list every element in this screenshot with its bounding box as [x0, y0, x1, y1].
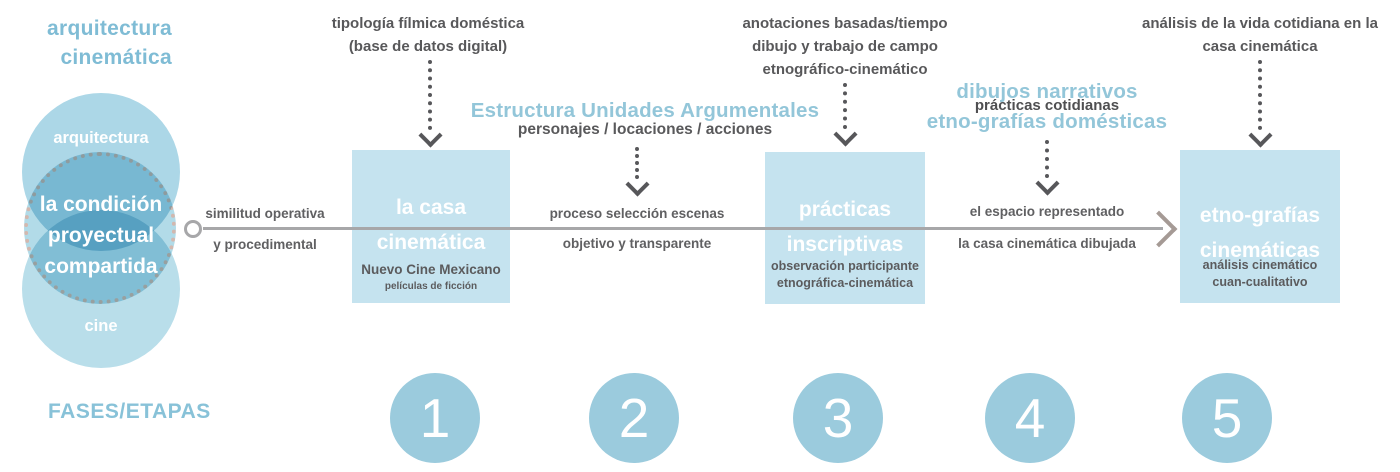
annotation-phase3: anotaciones basadas/tiempo dibujo y trab…	[705, 12, 985, 81]
venn-center-line2: proyectual	[47, 224, 155, 247]
phase-number-1: 1	[390, 373, 480, 463]
box-subtitle-line2: etnográfica-cinemática	[776, 276, 914, 290]
arrow-start-ring-icon	[184, 220, 202, 238]
phase-box-etnografias-cinematicas: etno-grafías cinemáticas análisis cinemá…	[1180, 150, 1340, 303]
annotation-phase4-heading1: dibujos narrativos	[956, 80, 1138, 103]
arrow-label-seg1-above: similitud operativa	[205, 206, 325, 221]
box-title: etno-grafías cinemáticas	[1180, 198, 1340, 268]
venn-label-architecture: arquitectura	[53, 129, 149, 147]
dotted-arrow-phase1-icon	[418, 60, 443, 148]
box-title-line2: cinemáticas	[1199, 239, 1321, 262]
arrow-chevron-icon	[1035, 171, 1060, 196]
diagram-title-line1: arquitectura	[47, 17, 172, 40]
box-subtitle-line1: análisis cinemático	[1202, 258, 1318, 272]
box-subtitle-line1: observación participante	[771, 259, 919, 273]
annotation-phase4-heading2: etno-grafías domésticas	[926, 110, 1168, 133]
annotation-phase3-line2: dibujo y trabajo de campo	[752, 38, 938, 55]
diagram-title-line2: cinemática	[60, 46, 172, 69]
phases-axis-label: FASES/ETAPAS	[48, 400, 211, 423]
arrow-label-seg3-above: el espacio representado	[969, 204, 1125, 219]
box-title: la casa cinemática	[352, 190, 510, 260]
diagram-title: arquitectura cinemática	[22, 14, 172, 72]
arrow-chevron-icon	[418, 123, 443, 148]
dotted-arrow-phase4-icon	[1035, 140, 1060, 196]
annotation-phase3-line1: anotaciones basadas/tiempo	[742, 15, 948, 32]
annotation-phase4-sub: prácticas cotidianas	[974, 97, 1120, 114]
arrow-chevron-icon	[625, 172, 650, 197]
box-subtitle: Nuevo Cine Mexicano películas de ficción	[352, 261, 510, 295]
arrow-label-seg1-below: y procedimental	[213, 237, 317, 252]
annotation-phase3-line3: etnográfico-cinemático	[762, 61, 928, 78]
phase-number-4: 4	[985, 373, 1075, 463]
arrow-label-seg2-above: proceso selección escenas	[549, 206, 725, 221]
box-subtitle-line2: películas de ficción	[384, 281, 478, 292]
box-subtitle: análisis cinemático cuan-cualitativo	[1180, 257, 1340, 291]
annotation-phase1: tipología fílmica doméstica (base de dat…	[288, 12, 568, 58]
arrow-chevron-icon	[1248, 123, 1273, 148]
annotation-phase1-line2: (base de datos digital)	[348, 38, 508, 55]
box-subtitle-line2: cuan-cualitativo	[1212, 275, 1308, 289]
phase-number-2: 2	[589, 373, 679, 463]
box-title-line1: prácticas	[798, 198, 892, 221]
arrow-label-seg2-below: objetivo y transparente	[562, 236, 712, 251]
box-title-line2: inscriptivas	[786, 233, 904, 256]
box-subtitle-line1: Nuevo Cine Mexicano	[361, 262, 501, 277]
venn-label-center: la condición proyectual compartida	[11, 189, 191, 282]
phase-number-3: 3	[793, 373, 883, 463]
dotted-arrow-phase3-icon	[833, 83, 858, 147]
phase-box-la-casa-cinematica: la casa cinemática Nuevo Cine Mexicano p…	[352, 150, 510, 303]
venn-label-cinema: cine	[84, 317, 118, 335]
annotation-phase1-line1: tipología fílmica doméstica	[331, 15, 525, 32]
arrow-label-seg3-below: la casa cinemática dibujada	[958, 236, 1136, 251]
box-title: prácticas inscriptivas	[765, 192, 925, 262]
annotation-phase2-sub: personajes / locaciones / acciones	[517, 121, 773, 138]
box-title-line1: la casa	[395, 196, 467, 219]
venn-circle-shared-dashed	[24, 152, 176, 304]
venn-center-line1: la condición	[39, 193, 163, 216]
annotation-phase5: análisis de la vida cotidiana en la casa…	[1105, 12, 1400, 58]
dotted-arrow-phase2-icon	[625, 147, 650, 197]
annotation-phase2-heading: Estructura Unidades Argumentales	[470, 99, 820, 122]
box-title-line1: etno-grafías	[1199, 204, 1321, 227]
arrow-chevron-icon	[833, 122, 858, 147]
venn-center-line3: compartida	[44, 255, 158, 278]
process-arrow-line	[203, 227, 1163, 230]
box-title-line2: cinemática	[376, 231, 486, 254]
annotation-phase5-line1: análisis de la vida cotidiana en la	[1142, 15, 1378, 32]
annotation-phase5-line2: casa cinemática	[1202, 38, 1318, 55]
phase-number-5: 5	[1182, 373, 1272, 463]
dotted-arrow-phase5-icon	[1248, 60, 1273, 148]
box-subtitle: observación participante etnográfica-cin…	[765, 258, 925, 292]
